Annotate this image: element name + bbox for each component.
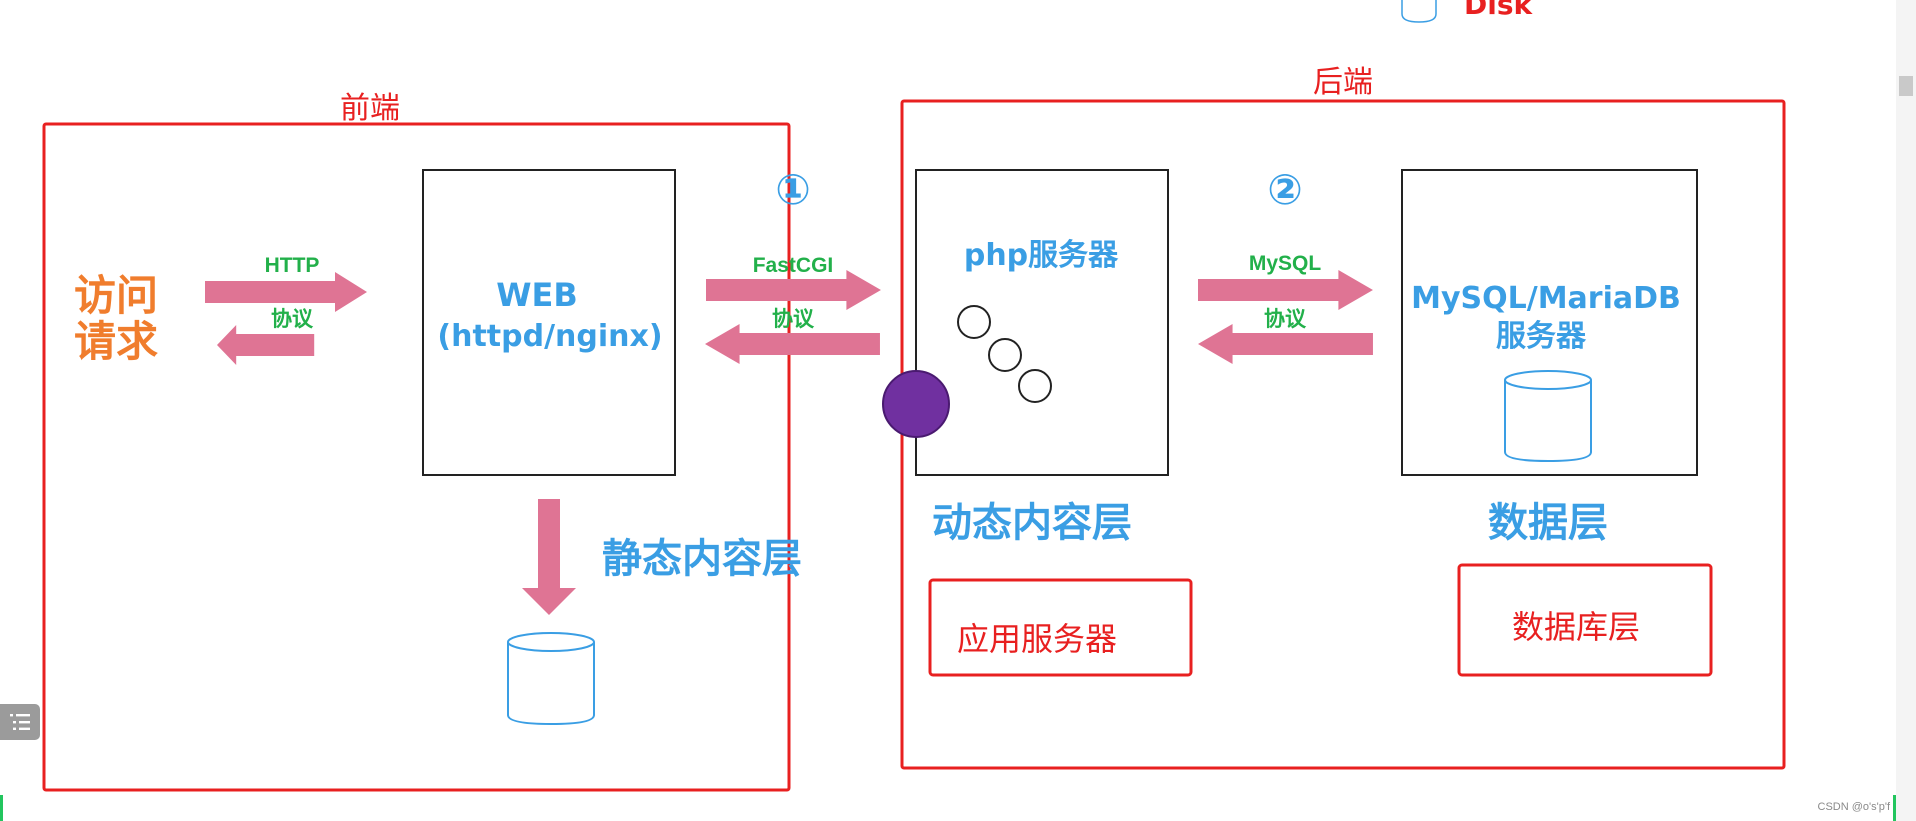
fastcgi-label: FastCGI: [753, 254, 834, 277]
http-response-arrow: [217, 325, 315, 365]
fastcgi-protocol-label: 协议: [772, 307, 815, 331]
right-edge-marker: [1893, 795, 1896, 821]
dynamic-layer-label: 动态内容层: [932, 500, 1132, 546]
vertical-scrollbar[interactable]: [1896, 0, 1916, 821]
web-server-box: [422, 169, 676, 476]
database-cylinder-icon: [1504, 370, 1592, 463]
php-server-label: php服务器: [964, 238, 1119, 273]
backend-title: 后端: [1313, 65, 1373, 100]
http-protocol-label: 协议: [271, 307, 314, 331]
frontend-title: 前端: [340, 91, 400, 126]
db-server-subtitle: 服务器: [1496, 319, 1587, 354]
scrollbar-thumb[interactable]: [1899, 76, 1913, 96]
table-of-contents-button[interactable]: [0, 704, 40, 740]
db-layer-label: 数据库层: [1512, 608, 1640, 646]
cursor-dot-icon: [882, 370, 950, 438]
db-server-label: MySQL/MariaDB: [1411, 281, 1681, 316]
access-request-line1: 访问: [74, 271, 158, 320]
top-disk-icon: [1401, 0, 1437, 23]
frontend-region: [42, 122, 791, 792]
http-label: HTTP: [265, 254, 320, 277]
web-label: WEB: [496, 276, 578, 314]
http-request-arrow: [205, 272, 367, 312]
marker-2: ②: [1267, 165, 1303, 214]
mysql-protocol-label: 协议: [1264, 307, 1307, 331]
app-server-box: [928, 578, 1193, 677]
static-storage-cylinder-icon: [507, 632, 595, 726]
app-server-label: 应用服务器: [957, 620, 1117, 658]
top-disk-label: Disk: [1464, 0, 1534, 21]
data-layer-label: 数据层: [1488, 500, 1608, 546]
access-request-line2: 请求: [74, 317, 158, 366]
watermark: CSDN @o's'p'f: [1817, 801, 1890, 813]
db-layer-box: [1457, 563, 1713, 677]
left-edge-marker: [0, 795, 3, 821]
php-server-box: [915, 169, 1169, 476]
list-icon: [10, 714, 30, 730]
mysql-request-arrow: [1198, 270, 1373, 310]
static-down-arrow: [522, 499, 576, 615]
static-layer-label: 静态内容层: [602, 536, 802, 582]
web-subtitle: (httpd/nginx): [437, 319, 662, 354]
mysql-label: MySQL: [1249, 252, 1322, 275]
process-circles-icon: [957, 305, 1052, 403]
marker-1: ①: [775, 165, 811, 214]
